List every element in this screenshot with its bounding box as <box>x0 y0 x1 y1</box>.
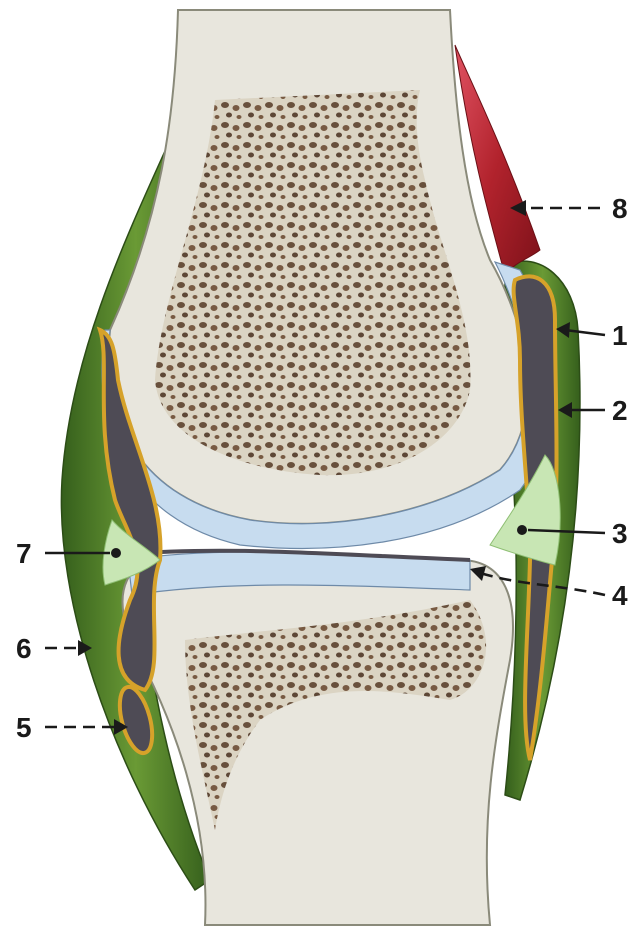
callout-label-8: 8 <box>612 193 628 224</box>
callout-label-2: 2 <box>612 395 628 426</box>
callout-label-6: 6 <box>16 633 32 664</box>
callout-label-5: 5 <box>16 712 32 743</box>
callout-label-4: 4 <box>612 580 628 611</box>
dot-3 <box>517 525 527 535</box>
callout-label-3: 3 <box>612 518 628 549</box>
dot-7 <box>111 548 121 558</box>
callout-label-1: 1 <box>612 320 628 351</box>
callout-label-7: 7 <box>16 538 32 569</box>
